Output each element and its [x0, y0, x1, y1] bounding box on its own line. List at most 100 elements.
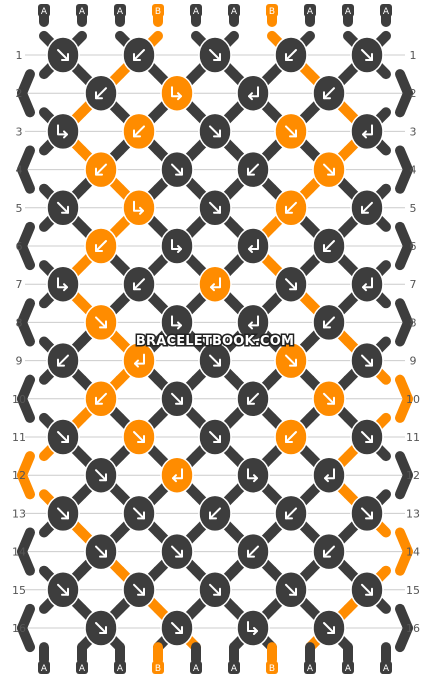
arrow-icon: [57, 277, 68, 292]
row-label-left: 14: [12, 546, 26, 559]
knot: [312, 609, 346, 647]
arrow-icon: [209, 431, 221, 443]
knot: [312, 303, 346, 342]
arrow-icon: [285, 354, 297, 367]
arrow-icon: [57, 431, 69, 443]
arrow-icon: [57, 201, 69, 214]
arrow-icon: [361, 201, 373, 214]
knot: [198, 36, 232, 74]
knot: [46, 112, 80, 151]
string-label: B: [266, 4, 278, 17]
row-label-right: 5: [410, 202, 417, 215]
row-label-left: 10: [12, 393, 26, 406]
row-label-left: 2: [16, 87, 23, 100]
arrow-icon: [285, 201, 297, 214]
arrow-icon: [133, 507, 145, 520]
string-label: A: [114, 661, 126, 674]
row-label-left: 7: [16, 278, 23, 291]
knot: [274, 36, 308, 74]
arrow-icon: [171, 315, 182, 330]
svg-text:A: A: [117, 7, 124, 17]
string-label: A: [304, 661, 316, 674]
row-label-left: 8: [16, 316, 23, 329]
arrow-icon: [57, 507, 69, 520]
arrow-icon: [247, 545, 259, 558]
knot: [274, 494, 308, 533]
arrow-icon: [361, 583, 373, 596]
knot: [84, 380, 118, 418]
arrow-icon: [133, 583, 145, 596]
knot: [122, 265, 156, 303]
knot: [350, 112, 384, 151]
arrow-icon: [247, 468, 258, 483]
string-label: A: [380, 4, 392, 17]
string-label: A: [190, 4, 202, 17]
knot: [46, 418, 80, 456]
arrow-icon: [172, 468, 183, 483]
knot: [274, 189, 308, 227]
knot: [160, 532, 194, 571]
arrow-icon: [95, 87, 107, 100]
thread-segment: [17, 623, 35, 653]
arrow-icon: [323, 392, 335, 405]
string-label: A: [228, 4, 240, 17]
arrow-icon: [171, 86, 182, 101]
row-label-left: 6: [16, 240, 23, 253]
knot: [312, 227, 346, 265]
knot: [198, 571, 232, 609]
knot: [350, 418, 384, 456]
knot: [350, 494, 384, 533]
arrow-icon: [361, 507, 373, 520]
string-label: B: [266, 661, 278, 674]
arrow-icon: [247, 621, 258, 635]
svg-text:A: A: [193, 664, 200, 674]
svg-text:A: A: [345, 7, 352, 17]
thread-segment: [17, 317, 35, 347]
thread-segment: [395, 546, 413, 576]
row-label-right: 13: [406, 507, 420, 520]
arrow-icon: [285, 278, 297, 291]
arrow-icon: [209, 507, 221, 520]
string-label: A: [342, 661, 354, 674]
knot: [236, 227, 270, 265]
knot: [122, 494, 156, 533]
knot: [236, 380, 270, 418]
svg-text:A: A: [117, 664, 124, 674]
string-label: A: [76, 661, 88, 674]
svg-text:A: A: [231, 7, 238, 17]
knot: [312, 380, 346, 418]
thread-segment: [17, 164, 35, 194]
string-label: A: [114, 4, 126, 17]
watermark: BRACELETBOOK.COM: [136, 334, 294, 349]
knot-grid: [46, 36, 384, 647]
svg-text:A: A: [41, 7, 48, 17]
svg-text:A: A: [307, 7, 314, 17]
knot: [46, 36, 80, 74]
arrow-icon: [133, 49, 145, 61]
row-label-right: 11: [406, 431, 420, 444]
knot: [84, 227, 118, 265]
row-label-right: 10: [406, 393, 420, 406]
knot: [46, 571, 80, 609]
knot: [122, 112, 156, 151]
arrow-icon: [248, 315, 259, 330]
arrow-icon: [285, 431, 297, 443]
knot: [46, 265, 80, 303]
arrow-icon: [324, 468, 335, 483]
row-label-right: 6: [410, 240, 417, 253]
knot: [236, 303, 270, 342]
arrow-icon: [171, 622, 183, 634]
arrow-icon: [248, 86, 259, 101]
arrow-icon: [248, 239, 259, 253]
arrow-icon: [171, 392, 183, 405]
row-label-right: 9: [410, 355, 417, 368]
row-label-left: 3: [16, 125, 23, 138]
row-label-right: 3: [410, 125, 417, 138]
knot: [312, 74, 346, 112]
row-label-right: 14: [406, 546, 420, 559]
knot: [350, 36, 384, 74]
knot: [312, 456, 346, 494]
knot: [46, 341, 80, 380]
arrow-icon: [285, 507, 297, 520]
